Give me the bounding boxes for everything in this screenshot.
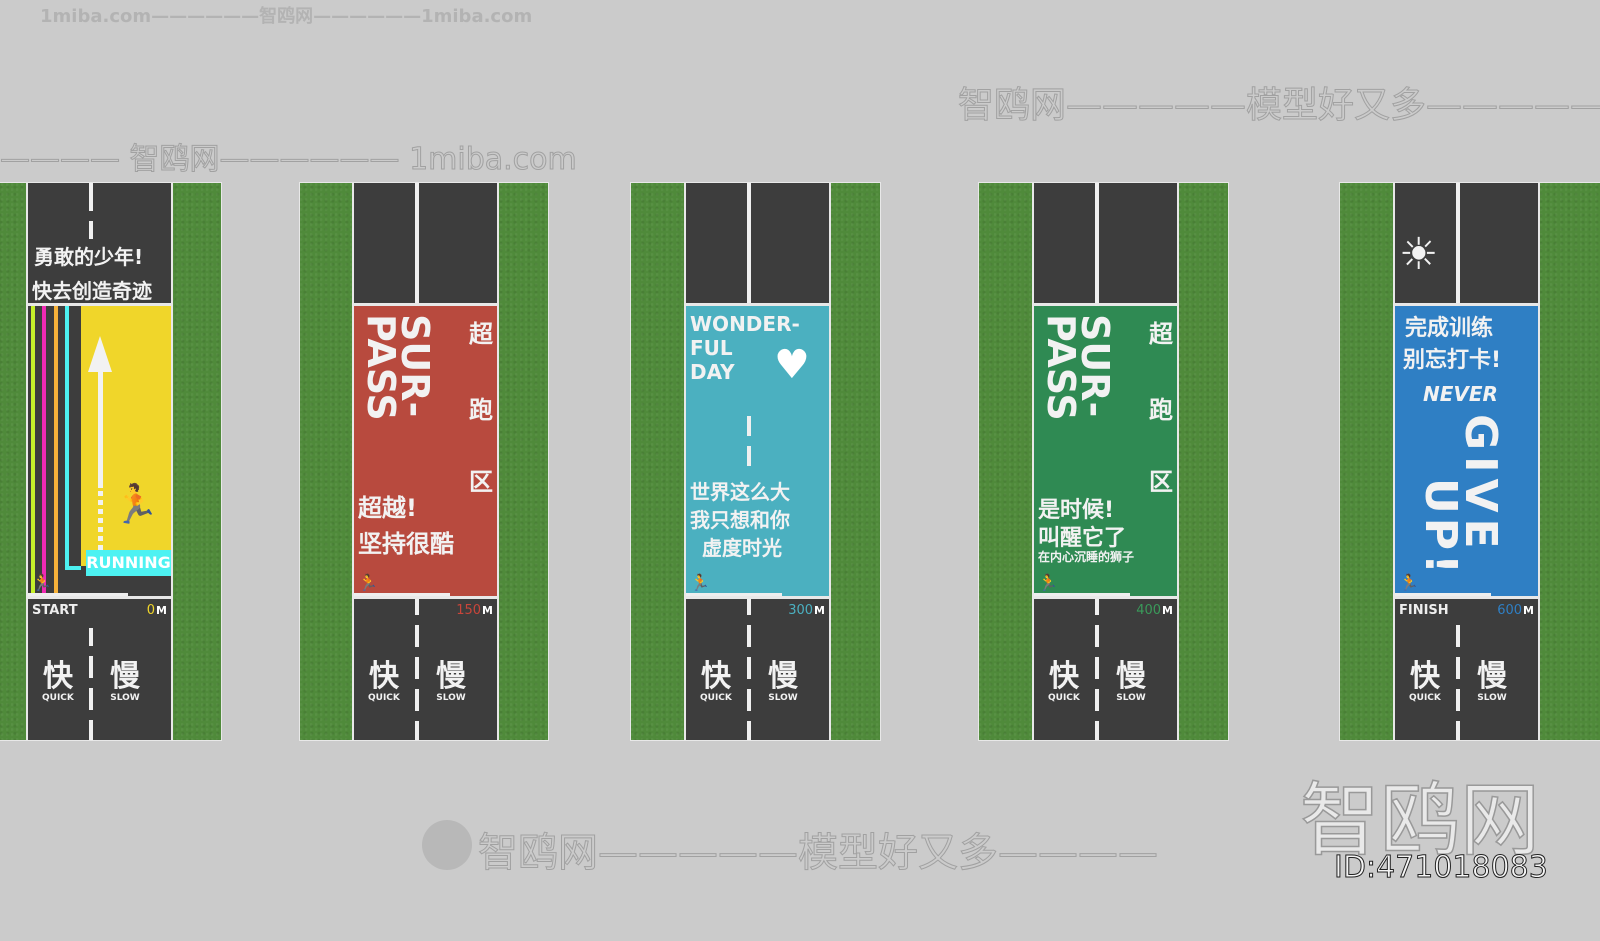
heart-icon: ♥ — [774, 342, 810, 388]
track: ☀ 完成训练 别忘打卡! NEVER GIVE UP! 🏃 FINISH 600… — [1393, 183, 1540, 740]
yellow-band: 🏃 RUNNING 🏃 — [28, 303, 171, 599]
distance-label: 400M — [1136, 603, 1173, 618]
arrow-up-icon — [88, 336, 112, 372]
watermark-top-right: 智鸥网—————模型好又多————— — [957, 85, 1600, 127]
sun-icon: ☀ — [1399, 229, 1439, 280]
track: SUR-PASS 超 跑 区 是时候! 叫醒它了 在内心沉睡的狮子 🏃 400M… — [1032, 183, 1179, 740]
watermark-top: 1miba.com——————智鸥网——————1miba.com — [40, 6, 533, 27]
distance-label: 0M — [146, 603, 167, 618]
track-panel-400m: SUR-PASS 超 跑 区 是时候! 叫醒它了 在内心沉睡的狮子 🏃 400M… — [978, 182, 1229, 741]
surpass-text: SUR-PASS — [359, 314, 437, 421]
track: WONDER- FUL DAY ♥ 世界这么大 我只想和你 虚度时光 🏃 300… — [684, 183, 831, 740]
watermark-bottom: 智鸥网—————模型好又多———— — [478, 830, 1159, 877]
baseline — [28, 593, 128, 596]
watermark-big-logo: 智鸥网 — [1299, 773, 1541, 868]
title-line-2: 快去创造奇迹 — [32, 279, 152, 303]
blue-band: 完成训练 别忘打卡! NEVER GIVE UP! 🏃 — [1395, 303, 1538, 599]
lane-dash — [89, 221, 93, 239]
runner-icon: 🏃 — [112, 482, 160, 526]
distance-label: 150M — [456, 603, 493, 618]
red-band: SUR-PASS 超 跑 区 超越! 坚持很酷 🏃 — [354, 303, 497, 599]
watermark-left: ———— 智鸥网—————— 1miba.com — [0, 142, 577, 178]
bird-logo-icon — [422, 820, 472, 870]
running-badge: RUNNING — [86, 550, 171, 576]
start-label: START — [32, 603, 78, 618]
runner-small-icon: 🏃 — [358, 573, 378, 592]
distance-label: 600M — [1497, 603, 1534, 618]
finish-label: FINISH — [1399, 603, 1449, 618]
teal-band: WONDER- FUL DAY ♥ 世界这么大 我只想和你 虚度时光 🏃 — [686, 303, 829, 599]
distance-label: 300M — [788, 603, 825, 618]
image-id: ID:471018083 — [1334, 850, 1549, 886]
track-panel-300m: WONDER- FUL DAY ♥ 世界这么大 我只想和你 虚度时光 🏃 300… — [630, 182, 881, 741]
title-line-1: 勇敢的少年! — [34, 245, 144, 269]
lane-dash — [89, 183, 93, 211]
green-band: SUR-PASS 超 跑 区 是时候! 叫醒它了 在内心沉睡的狮子 🏃 — [1034, 303, 1177, 599]
track-panel-finish: ☀ 完成训练 别忘打卡! NEVER GIVE UP! 🏃 FINISH 600… — [1339, 182, 1600, 741]
runner-small-icon: 🏃 — [32, 573, 52, 592]
